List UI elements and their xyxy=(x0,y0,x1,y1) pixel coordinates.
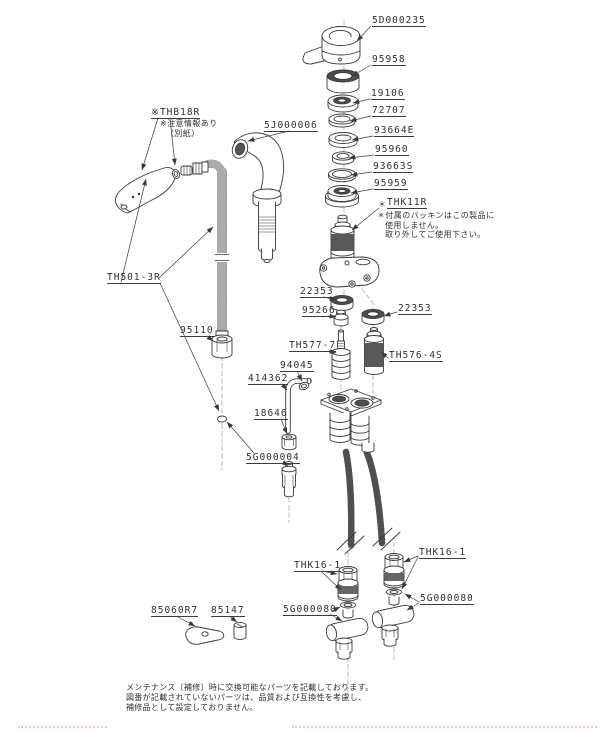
label-414362: 414362 xyxy=(248,373,289,385)
manifold-flange xyxy=(320,388,382,453)
label-19106: 19106 xyxy=(371,88,405,100)
label-85147: 85147 xyxy=(211,605,245,617)
label-th577-7: TH577-7 xyxy=(289,340,337,352)
ring-93663s xyxy=(328,168,356,183)
ring-94045-part xyxy=(298,381,310,391)
thk11r-note-line1: ＊付属のパッキンはこの製品に xyxy=(377,211,495,220)
shower-hose xyxy=(204,159,230,340)
spout-5j000006-part xyxy=(231,132,285,263)
label-thk16-1-right: THK16-1 xyxy=(419,547,467,559)
label-93663s: 93663S xyxy=(373,161,414,173)
supply-hoses xyxy=(336,448,401,555)
handle-5d000235 xyxy=(302,26,361,65)
ring-19106 xyxy=(327,94,359,113)
label-5d000235: 5D000235 xyxy=(372,15,426,27)
cartridge-th576-4s-part xyxy=(364,327,384,375)
label-thk16-1-left: THK16-1 xyxy=(294,560,342,572)
label-95959: 95959 xyxy=(374,178,408,190)
label-18646: 18646 xyxy=(254,408,288,420)
ring-72707 xyxy=(328,113,356,128)
label-95960: 95960 xyxy=(375,144,409,156)
cap-85147-part xyxy=(233,622,247,640)
label-95110: 95110 xyxy=(180,325,214,337)
cut-mark-right xyxy=(292,726,597,728)
thk11r-asterisk: ＊ xyxy=(378,200,386,209)
label-th501-3r: TH501-3R xyxy=(107,272,161,284)
maintenance-note-line1: メンテナンス〔補修〕時に交換可能なパーツを記載しております。 xyxy=(126,683,374,692)
ring-95960 xyxy=(332,151,354,165)
label-95958: 95958 xyxy=(372,54,406,66)
label-93664e: 93664E xyxy=(374,125,415,137)
label-22353-right: 22353 xyxy=(398,303,432,315)
ring-95959 xyxy=(325,185,359,208)
label-thb18r: ※THB18R xyxy=(151,107,201,119)
maintenance-note-line3: 補修品として設定しておりません。 xyxy=(126,703,258,712)
label-th576-4s: TH576-4S xyxy=(389,350,443,362)
label-72707: 72707 xyxy=(372,105,406,117)
thk11r-note-line3: 取り外してご使用下さい。 xyxy=(385,230,486,239)
cap-22353-right-part xyxy=(361,309,385,325)
label-22353-left: 22353 xyxy=(300,286,334,298)
label-94045: 94045 xyxy=(280,360,314,372)
label-thk11r: THK11R xyxy=(387,197,428,209)
spindle-th577-7-part xyxy=(331,329,351,380)
ring-95958 xyxy=(326,69,360,94)
label-5j000006: 5J000006 xyxy=(264,120,318,132)
nut-95110-part xyxy=(211,334,233,423)
label-5g000004: 5G000004 xyxy=(246,452,300,464)
connector-5g000004-part xyxy=(281,461,297,498)
label-5g000080-right: 5G000080 xyxy=(420,593,474,605)
maintenance-note: メンテナンス〔補修〕時に交換可能なパーツを記載しております。 図番が記載されてい… xyxy=(126,683,373,713)
thk11r-note-line2: 使用しません。 xyxy=(385,221,444,230)
label-5g000080-left: 5G000080 xyxy=(283,604,337,616)
ring-93664e xyxy=(328,132,358,148)
leader-lines xyxy=(120,25,420,627)
label-95266: 95266 xyxy=(302,305,336,317)
thb18r-note-line2: （別紙） xyxy=(166,129,200,138)
nut-18646-part xyxy=(281,433,297,451)
label-85060r7: 85060R7 xyxy=(151,605,199,617)
maintenance-note-line2: 図番が記載されていないパーツは、品質および互換性を考慮し、 xyxy=(126,693,367,702)
thb18r-note-line1: ※注意情報あり xyxy=(160,119,218,128)
check-valve-right xyxy=(371,553,415,647)
hand-shower-th501-part xyxy=(115,161,209,214)
part-95266 xyxy=(333,309,349,327)
cap-22353-left-part xyxy=(330,295,354,311)
lever-85060r7-part xyxy=(185,626,225,645)
valve-body xyxy=(319,256,380,288)
check-valve-left xyxy=(325,566,369,660)
cut-mark-left xyxy=(18,726,107,728)
cartridge-thk11r-part xyxy=(330,214,355,267)
